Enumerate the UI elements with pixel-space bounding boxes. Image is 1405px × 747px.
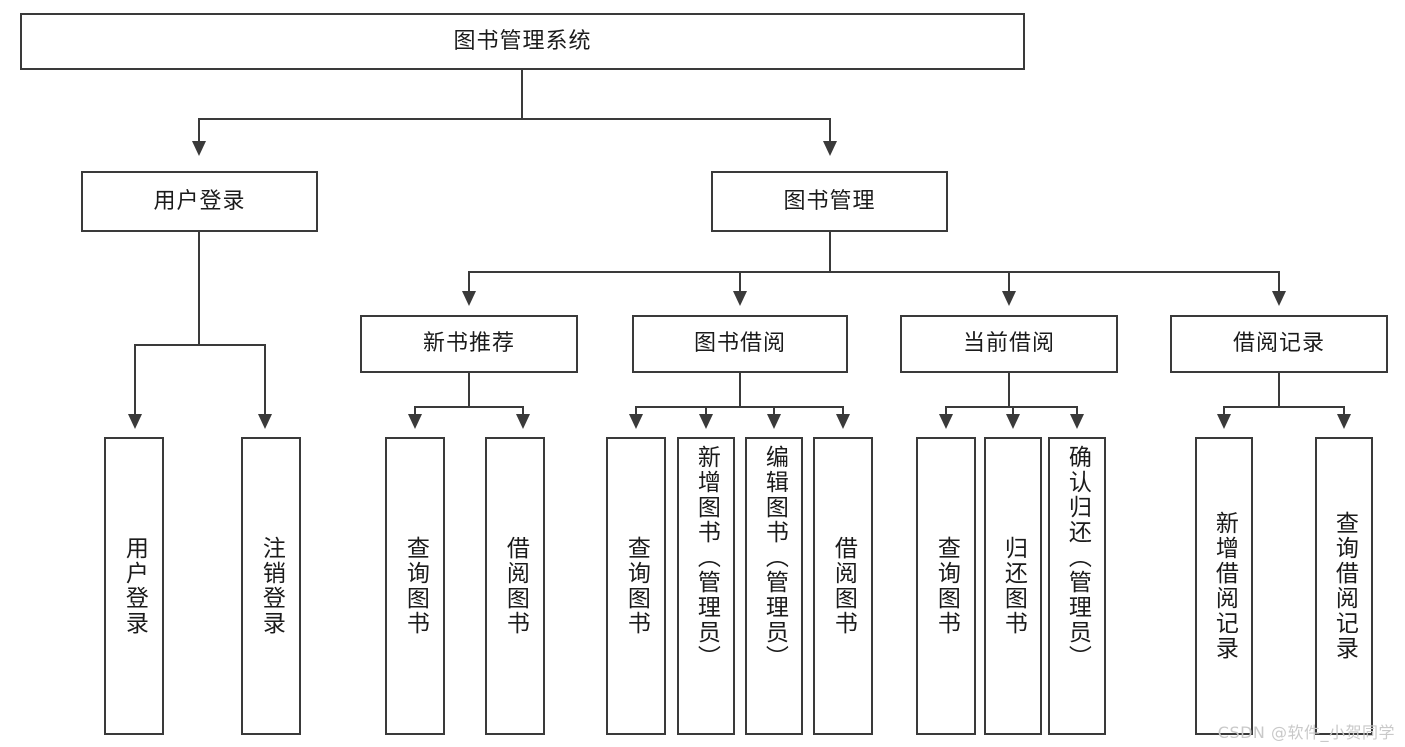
node-borrow-record[interactable]: 借阅记录 <box>1170 315 1388 373</box>
connector-borrowrecord-drop-2 <box>1343 406 1345 416</box>
node-user-login[interactable]: 用户登录 <box>81 171 318 232</box>
leaf-label: 查询图书 <box>933 536 960 636</box>
leaf-label: 借阅图书 <box>502 536 529 636</box>
leaf-borrow-book-newbook[interactable]: 借阅图书 <box>485 437 545 735</box>
connector-bookmanage-bus <box>468 271 1280 273</box>
connector-root-drop-right <box>829 118 831 143</box>
leaf-logout[interactable]: 注销登录 <box>241 437 301 735</box>
connector-root-drop-left <box>198 118 200 143</box>
leaf-label: 查询借阅记录 <box>1331 511 1358 661</box>
connector-userlogin-stem <box>198 232 200 344</box>
connector-userlogin-drop-1 <box>134 344 136 416</box>
arrow-to-book-manage <box>823 141 837 156</box>
connector-newbook-drop-2 <box>522 406 524 416</box>
connector-currentborrow-drop-3 <box>1076 406 1078 416</box>
node-current-borrow[interactable]: 当前借阅 <box>900 315 1118 373</box>
arrow-to-leaf-confirm-return <box>1070 414 1084 429</box>
connector-currentborrow-drop-2 <box>1012 406 1014 416</box>
node-label: 图书管理 <box>783 188 876 214</box>
arrow-to-leaf-query-book-2 <box>629 414 643 429</box>
node-root-system[interactable]: 图书管理系统 <box>20 13 1025 70</box>
arrow-to-leaf-add-book <box>699 414 713 429</box>
arrow-to-leaf-logout <box>258 414 272 429</box>
connector-newbook-stem <box>468 373 470 406</box>
connector-newbook-bus <box>414 406 524 408</box>
connector-bookmanage-drop-1 <box>468 271 470 293</box>
arrow-to-borrow-record <box>1272 291 1286 306</box>
arrow-to-current-borrow <box>1002 291 1016 306</box>
connector-bookborrow-drop-2 <box>705 406 707 416</box>
arrow-to-leaf-query-book-3 <box>939 414 953 429</box>
arrow-to-leaf-return-book <box>1006 414 1020 429</box>
connector-borrowrecord-drop-1 <box>1223 406 1225 416</box>
leaf-add-borrow-record[interactable]: 新增借阅记录 <box>1195 437 1253 735</box>
leaf-user-login[interactable]: 用户登录 <box>104 437 164 735</box>
arrow-to-leaf-query-record <box>1337 414 1351 429</box>
arrow-to-leaf-borrow-book-2 <box>836 414 850 429</box>
node-label: 图书管理系统 <box>453 28 592 54</box>
node-book-manage[interactable]: 图书管理 <box>711 171 948 232</box>
connector-userlogin-drop-2 <box>264 344 266 416</box>
arrow-to-leaf-add-record <box>1217 414 1231 429</box>
connector-bookmanage-drop-3 <box>1008 271 1010 293</box>
leaf-add-book-admin[interactable]: 新增图书（管理员） <box>677 437 735 735</box>
node-label: 新书推荐 <box>422 331 515 356</box>
leaf-label: 注销登录 <box>258 536 285 636</box>
leaf-confirm-return-admin[interactable]: 确认归还（管理员） <box>1048 437 1106 735</box>
connector-bookborrow-stem <box>739 373 741 406</box>
arrow-to-user-login <box>192 141 206 156</box>
arrow-to-leaf-user-login <box>128 414 142 429</box>
arrow-to-book-borrow <box>733 291 747 306</box>
leaf-query-book-current[interactable]: 查询图书 <box>916 437 976 735</box>
node-book-borrow[interactable]: 图书借阅 <box>632 315 848 373</box>
leaf-label: 编辑图书（管理员） <box>761 445 788 670</box>
leaf-label: 查询图书 <box>623 536 650 636</box>
connector-bookmanage-drop-2 <box>739 271 741 293</box>
connector-bookborrow-drop-3 <box>773 406 775 416</box>
connector-bookborrow-drop-4 <box>842 406 844 416</box>
leaf-edit-book-admin[interactable]: 编辑图书（管理员） <box>745 437 803 735</box>
connector-bookmanage-drop-4 <box>1278 271 1280 293</box>
connector-currentborrow-bus <box>945 406 1078 408</box>
connector-newbook-drop-1 <box>414 406 416 416</box>
leaf-label: 查询图书 <box>402 536 429 636</box>
node-new-book-recommend[interactable]: 新书推荐 <box>360 315 578 373</box>
leaf-query-book-newbook[interactable]: 查询图书 <box>385 437 445 735</box>
node-label: 当前借阅 <box>962 331 1055 356</box>
leaf-query-borrow-record[interactable]: 查询借阅记录 <box>1315 437 1373 735</box>
leaf-label: 确认归还（管理员） <box>1064 445 1091 670</box>
connector-root-stem <box>521 70 523 118</box>
leaf-query-book-borrow[interactable]: 查询图书 <box>606 437 666 735</box>
leaf-label: 借阅图书 <box>830 536 857 636</box>
arrow-to-leaf-query-book-1 <box>408 414 422 429</box>
node-label: 用户登录 <box>153 188 246 214</box>
arrow-to-new-book-rec <box>462 291 476 306</box>
leaf-return-book[interactable]: 归还图书 <box>984 437 1042 735</box>
connector-currentborrow-drop-1 <box>945 406 947 416</box>
arrow-to-leaf-edit-book <box>767 414 781 429</box>
leaf-label: 新增图书（管理员） <box>693 445 720 670</box>
connector-borrowrecord-stem <box>1278 373 1280 406</box>
arrow-to-leaf-borrow-book-1 <box>516 414 530 429</box>
connector-currentborrow-stem <box>1008 373 1010 406</box>
connector-borrowrecord-bus <box>1223 406 1345 408</box>
node-label: 借阅记录 <box>1232 331 1325 356</box>
connector-root-bus <box>198 118 830 120</box>
leaf-label: 新增借阅记录 <box>1211 511 1238 661</box>
connector-bookmanage-stem <box>829 232 831 271</box>
node-label: 图书借阅 <box>693 331 786 356</box>
leaf-borrow-book-borrow[interactable]: 借阅图书 <box>813 437 873 735</box>
connector-bookborrow-bus <box>635 406 844 408</box>
connector-userlogin-bus <box>134 344 265 346</box>
connector-bookborrow-drop-1 <box>635 406 637 416</box>
leaf-label: 归还图书 <box>1000 536 1027 636</box>
leaf-label: 用户登录 <box>121 536 148 636</box>
